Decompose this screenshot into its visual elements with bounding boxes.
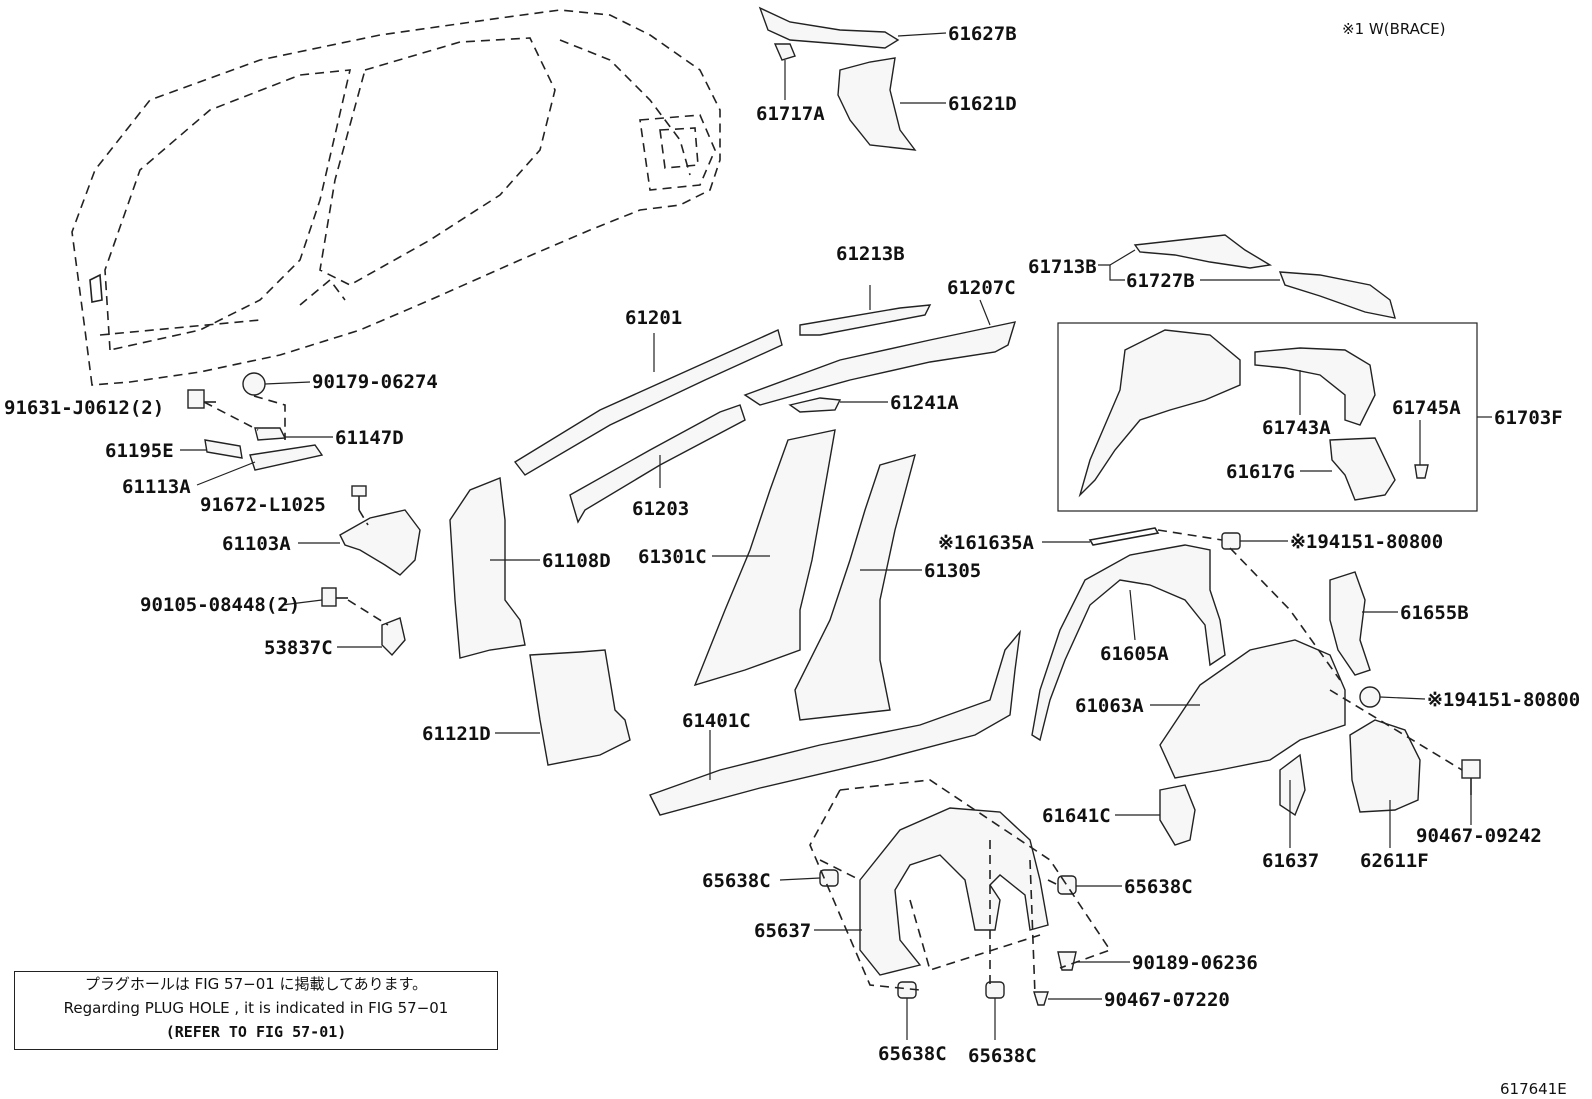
callout-61241A: 61241A bbox=[890, 392, 959, 414]
part-90189-06236 bbox=[1057, 951, 1077, 971]
part-61301C bbox=[693, 429, 836, 687]
callout-194151-80800-bottom: ※194151-80800 bbox=[1427, 689, 1580, 711]
callout-61113A: 61113A bbox=[122, 476, 191, 498]
part-61305 bbox=[794, 453, 916, 721]
callout-61195E: 61195E bbox=[105, 440, 174, 462]
part-61627B bbox=[758, 6, 900, 49]
callout-53837C: 53837C bbox=[264, 637, 333, 659]
part-61727B bbox=[1278, 271, 1396, 319]
figure-code: 617641E bbox=[1500, 1080, 1567, 1098]
callout-61637: 61637 bbox=[1262, 850, 1319, 872]
callout-61203: 61203 bbox=[632, 498, 689, 520]
callout-61103A: 61103A bbox=[222, 533, 291, 555]
part-65637 bbox=[859, 807, 1049, 976]
callout-61401C: 61401C bbox=[682, 710, 751, 732]
callout-65638C-right: 65638C bbox=[1124, 876, 1193, 898]
part-90467-09242 bbox=[1461, 759, 1481, 795]
part-61401C bbox=[649, 629, 1022, 816]
note-line-reference: (REFER TO FIG 57-01) bbox=[165, 1023, 347, 1041]
callout-61108D: 61108D bbox=[542, 550, 611, 572]
callout-90179-06274: 90179-06274 bbox=[312, 371, 438, 393]
callout-61201: 61201 bbox=[625, 307, 682, 329]
callout-90105-08448: 90105-08448(2) bbox=[140, 594, 300, 616]
assembly-dashed-lines bbox=[203, 395, 1463, 996]
part-65638C-right bbox=[1057, 875, 1077, 895]
part-61063A bbox=[1159, 639, 1346, 779]
callout-61703F: 61703F bbox=[1494, 407, 1563, 429]
part-90105-08448 bbox=[321, 587, 348, 607]
callout-61147D: 61147D bbox=[335, 427, 404, 449]
part-90179-06274 bbox=[242, 372, 266, 396]
callout-61745A: 61745A bbox=[1392, 397, 1461, 419]
callout-61655B: 61655B bbox=[1400, 602, 1469, 624]
callout-61627B: 61627B bbox=[948, 23, 1017, 45]
part-61745A bbox=[1414, 464, 1429, 479]
callout-90467-09242: 90467-09242 bbox=[1416, 825, 1542, 847]
part-61641C bbox=[1159, 784, 1196, 846]
callout-61207C: 61207C bbox=[947, 277, 1016, 299]
part-61605A bbox=[1031, 544, 1226, 742]
part-61241A bbox=[788, 397, 842, 413]
part-194151-80800-bottom bbox=[1359, 686, 1381, 708]
part-61147D bbox=[254, 427, 287, 441]
part-61103A bbox=[339, 509, 421, 576]
part-91672-L1025 bbox=[351, 485, 367, 510]
part-194151-80800-top bbox=[1221, 532, 1241, 550]
callout-194151-80800-top: ※194151-80800 bbox=[1290, 531, 1443, 553]
callout-61743A: 61743A bbox=[1262, 417, 1331, 439]
part-61743A bbox=[1254, 347, 1376, 426]
part-61713B bbox=[1133, 234, 1273, 269]
part-62611F bbox=[1349, 719, 1421, 813]
part-61717A bbox=[773, 43, 796, 100]
callout-61605A: 61605A bbox=[1100, 643, 1169, 665]
part-61655B bbox=[1329, 571, 1371, 676]
callout-61635A: ※161635A bbox=[938, 532, 1035, 554]
callout-65638C-bottom-b: 65638C bbox=[968, 1045, 1037, 1067]
part-61121D bbox=[529, 649, 631, 766]
part-90467-07220 bbox=[1033, 991, 1049, 1006]
callout-91631-J0612: 91631-J0612(2) bbox=[4, 397, 164, 419]
callout-61617G: 61617G bbox=[1226, 461, 1295, 483]
part-61108D bbox=[449, 477, 526, 659]
callout-61063A: 61063A bbox=[1075, 695, 1144, 717]
part-61703F-inner bbox=[1078, 329, 1241, 498]
callout-61641C: 61641C bbox=[1042, 805, 1111, 827]
note-line-japanese: プラグホールは FIG 57−01 に掲載してあります。 bbox=[84, 975, 428, 993]
callout-65638C-left: 65638C bbox=[702, 870, 771, 892]
part-61213B bbox=[799, 304, 932, 336]
callout-61301C: 61301C bbox=[638, 546, 707, 568]
plug-hole-note: プラグホールは FIG 57−01 に掲載してあります。 Regarding P… bbox=[14, 971, 498, 1050]
header-note: ※1 W(BRACE) bbox=[1342, 20, 1445, 38]
part-61203 bbox=[569, 404, 746, 524]
callout-61621D: 61621D bbox=[948, 93, 1017, 115]
callout-91672-L1025: 91672-L1025 bbox=[200, 494, 326, 516]
body-side-outline bbox=[71, 9, 721, 386]
part-61617G bbox=[1329, 437, 1396, 501]
part-61201 bbox=[513, 329, 783, 476]
part-61207C bbox=[743, 321, 1017, 406]
part-61113A bbox=[249, 444, 324, 471]
part-53837C bbox=[381, 617, 406, 657]
callout-65638C-bottom-a: 65638C bbox=[878, 1043, 947, 1065]
callout-61213B: 61213B bbox=[836, 243, 905, 265]
callout-90467-07220: 90467-07220 bbox=[1104, 989, 1230, 1011]
part-61195E bbox=[204, 439, 243, 459]
leader-lines bbox=[180, 32, 1492, 1040]
part-91631-J0612 bbox=[187, 389, 216, 409]
callout-61305: 61305 bbox=[924, 560, 981, 582]
callout-62611F: 62611F bbox=[1360, 850, 1429, 872]
callout-61717A: 61717A bbox=[756, 103, 825, 125]
callout-90189-06236: 90189-06236 bbox=[1132, 952, 1258, 974]
callout-65637: 65637 bbox=[754, 920, 811, 942]
part-65638C-left bbox=[819, 869, 839, 887]
callout-61727B: 61727B bbox=[1126, 270, 1195, 292]
part-65638C-bottom-b bbox=[985, 981, 1005, 999]
part-61637 bbox=[1279, 753, 1306, 817]
part-61621D bbox=[837, 57, 917, 151]
note-line-english: Regarding PLUG HOLE , it is indicated in… bbox=[63, 999, 449, 1017]
callout-61121D: 61121D bbox=[422, 723, 491, 745]
part-61635A bbox=[1088, 527, 1160, 546]
callout-61713B: 61713B bbox=[1028, 256, 1097, 278]
